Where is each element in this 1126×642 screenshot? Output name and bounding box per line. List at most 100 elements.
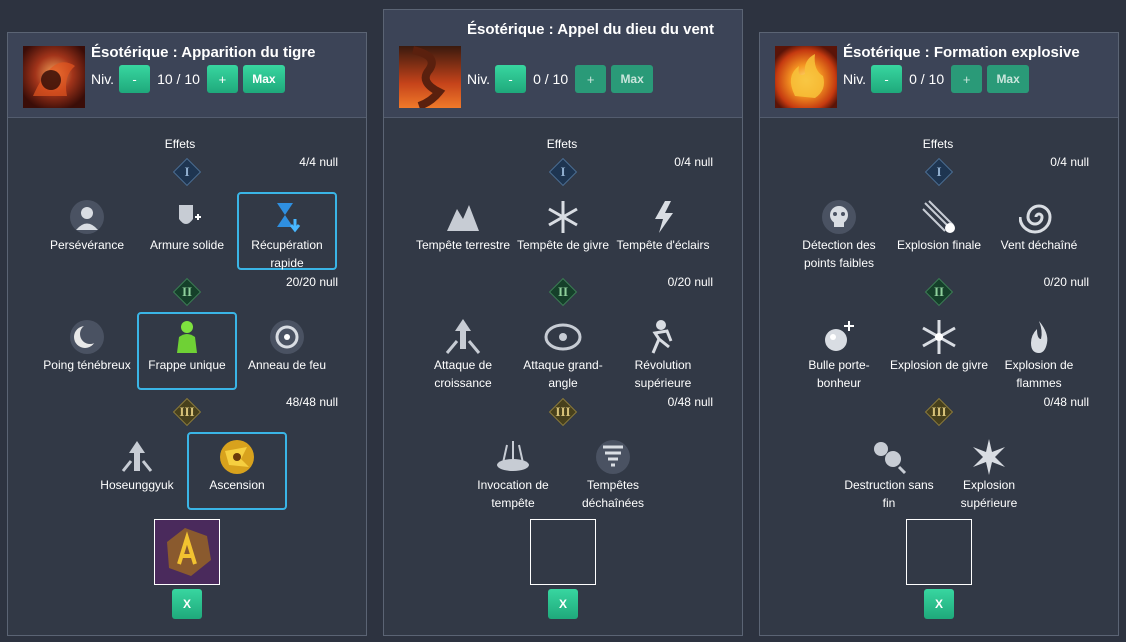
rune-stone-icon — [155, 520, 219, 584]
skill-label: Détection des points faibles — [802, 238, 876, 270]
skill-label: Ascension — [209, 478, 265, 492]
snowflake-icon — [543, 197, 583, 237]
skill-tempete-terrestre[interactable]: Tempête terrestre — [413, 192, 513, 270]
person-glow-icon — [167, 317, 207, 357]
tier-1-badge: I — [924, 157, 954, 187]
skill-bulle-porte-bonheur[interactable]: Bulle porte-bonheur — [789, 312, 889, 390]
skill-label: Tempête d'éclairs — [616, 238, 710, 252]
skill-label: Attaque grand-angle — [523, 358, 603, 390]
perseverance-icon — [67, 197, 107, 237]
skill-hoseunggyuk[interactable]: Hoseunggyuk — [87, 432, 187, 510]
skill-label: Révolution supérieure — [634, 358, 692, 390]
level-label: Niv. — [91, 71, 115, 87]
level-decrease-button[interactable]: - — [119, 65, 151, 93]
skill-recuperation-rapide[interactable]: Récupération rapide — [237, 192, 337, 270]
skill-anneau-de-feu[interactable]: Anneau de feu — [237, 312, 337, 390]
wind-god-portrait — [399, 46, 461, 110]
clear-rune-button[interactable]: X — [548, 589, 578, 619]
skill-invocation-de-tempete[interactable]: Invocation de tempête — [463, 432, 563, 510]
tier-1-badge: I — [548, 157, 578, 187]
lucky-bubble-icon — [819, 317, 859, 357]
level-max-button[interactable]: Max — [987, 65, 1030, 93]
tier-2-count: 20/20 null — [285, 275, 338, 289]
skill-label: Poing ténébreux — [43, 358, 131, 372]
rune-slot[interactable] — [154, 519, 220, 585]
skill-label: Destruction sans fin — [844, 478, 934, 510]
level-value: 0 / 10 — [533, 71, 569, 87]
effects-label: Effets — [546, 137, 578, 151]
tornado-icon — [593, 437, 633, 477]
running-figure-icon — [643, 317, 683, 357]
tier-2-badge: II — [548, 277, 578, 307]
crescent-moon-icon — [67, 317, 107, 357]
skill-armure-solide[interactable]: Armure solide — [137, 192, 237, 270]
hourglass-recovery-icon — [267, 197, 307, 237]
skill-label: Récupération rapide — [251, 238, 323, 270]
flame-icon — [1019, 317, 1059, 357]
skill-label: Explosion de givre — [889, 358, 989, 372]
skill-poing-tenebreux[interactable]: Poing ténébreux — [37, 312, 137, 390]
tier-1-badge: I — [172, 157, 202, 187]
tier-3-count: 48/48 null — [285, 395, 338, 409]
mountain-storm-icon — [443, 197, 483, 237]
upward-burst-icon — [443, 317, 483, 357]
skill-vent-dechaine[interactable]: Vent déchaîné — [989, 192, 1089, 270]
skill-frappe-unique[interactable]: Frappe unique — [137, 312, 237, 390]
effects-label: Effets — [922, 137, 954, 151]
level-decrease-button[interactable]: - — [871, 65, 903, 93]
panel-header: Ésotérique : Apparition du tigre Niv. - … — [8, 33, 366, 118]
skill-revolution-superieure[interactable]: Révolution supérieure — [613, 312, 713, 390]
clear-rune-button[interactable]: X — [924, 589, 954, 619]
panel-title: Ésotérique : Appel du dieu du vent — [467, 21, 714, 38]
level-decrease-button[interactable]: - — [495, 65, 527, 93]
skill-label: Hoseunggyuk — [100, 478, 174, 492]
level-increase-button[interactable]: + — [951, 65, 983, 93]
meteor-streak-icon — [919, 197, 959, 237]
skill-ascension[interactable]: Ascension — [187, 432, 287, 510]
skill-label: Attaque de croissance — [433, 358, 493, 390]
skill-tempetes-dechainees[interactable]: Tempêtes déchaînées — [563, 432, 663, 510]
tier-1-count: 4/4 null — [299, 155, 338, 169]
tier-1-count: 0/4 null — [674, 155, 713, 169]
clear-rune-button[interactable]: X — [172, 589, 202, 619]
tier-3-count: 0/48 null — [667, 395, 713, 409]
skill-label: Armure solide — [149, 238, 225, 252]
level-label: Niv. — [843, 71, 867, 87]
tier-1-count: 0/4 null — [1050, 155, 1089, 169]
level-increase-button[interactable]: + — [206, 65, 238, 93]
tier-2-count: 0/20 null — [667, 275, 713, 289]
level-max-button[interactable]: Max — [611, 65, 654, 93]
skill-tempete-d-eclairs[interactable]: Tempête d'éclairs — [613, 192, 713, 270]
panel-header: Ésotérique : Appel du dieu du vent Niv. … — [384, 10, 742, 118]
skull-target-icon — [819, 197, 859, 237]
level-row: Niv. - 0 / 10 + Max — [467, 65, 654, 93]
skill-destruction-sans-fin[interactable]: Destruction sans fin — [839, 432, 939, 510]
skill-explosion-de-givre[interactable]: Explosion de givre — [889, 312, 989, 390]
tier-2-count: 0/20 null — [1043, 275, 1089, 289]
skill-label: Explosion de flammes — [1004, 358, 1074, 390]
panel-title: Ésotérique : Formation explosive — [843, 44, 1080, 61]
skill-tempete-de-givre[interactable]: Tempête de givre — [513, 192, 613, 270]
skill-panel-tiger: Ésotérique : Apparition du tigre Niv. - … — [7, 32, 367, 636]
level-increase-button[interactable]: + — [575, 65, 607, 93]
skill-attaque-grand-angle[interactable]: Attaque grand-angle — [513, 312, 613, 390]
skill-label: Tempêtes déchaînées — [581, 478, 645, 510]
skill-explosion-de-flammes[interactable]: Explosion de flammes — [989, 312, 1089, 390]
tier-3-badge: III — [924, 397, 954, 427]
level-max-button[interactable]: Max — [242, 65, 285, 93]
level-value: 10 / 10 — [157, 71, 200, 87]
golden-tiger-icon — [217, 437, 257, 477]
upward-arrow-burst-icon — [117, 437, 157, 477]
panel-header: Ésotérique : Formation explosive Niv. - … — [760, 33, 1118, 118]
skill-label: Tempête de givre — [516, 238, 610, 252]
skill-explosion-finale[interactable]: Explosion finale — [889, 192, 989, 270]
skill-label: Tempête terrestre — [415, 238, 511, 252]
swirl-wind-icon — [1018, 197, 1059, 237]
rune-slot[interactable] — [906, 519, 972, 585]
skill-explosion-superieure[interactable]: Explosion supérieure — [939, 432, 1039, 510]
skill-label: Persévérance — [49, 238, 125, 252]
skill-perseverance[interactable]: Persévérance — [37, 192, 137, 270]
skill-detection-des-points-faibles[interactable]: Détection des points faibles — [789, 192, 889, 270]
skill-attaque-de-croissance[interactable]: Attaque de croissance — [413, 312, 513, 390]
rune-slot[interactable] — [530, 519, 596, 585]
